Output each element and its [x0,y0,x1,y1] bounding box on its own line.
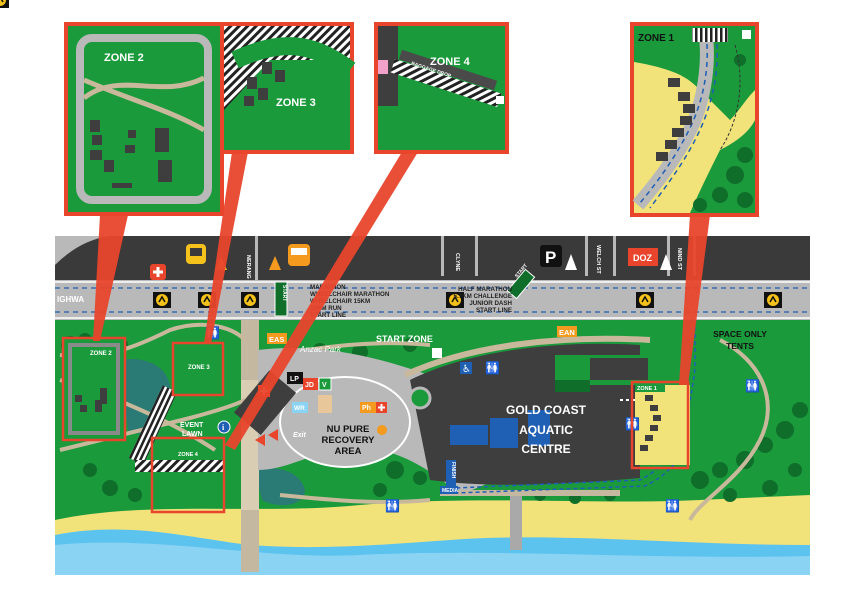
welch-street [588,236,612,280]
zone4-map-label: ZONE 4 [178,452,199,458]
inset-zone1: ZONE 1 [630,22,759,217]
event-lawn-label: EVENT [180,422,204,429]
lp-badge [287,372,303,384]
tents-label: TENTS [726,341,754,351]
recovery-label: AREA [335,446,362,457]
v-label: V [322,382,327,389]
zone1-area [635,385,690,465]
event-lawn-label: LAWN [182,431,203,438]
wheelchair-icon [460,362,472,374]
bus-pointer-icon [269,256,281,270]
anzac-park-label: Anzac Park [299,345,342,354]
race-line: 5.7KM CHALLENGE [454,293,512,300]
clyne-street [445,236,473,280]
race-line: START LINE [310,312,346,319]
ph-badge [360,402,376,413]
race-line: WHEELCHAIR 15KM [310,298,370,305]
start-zone-label: START ZONE [376,334,433,344]
finish-gantry [446,460,456,490]
svg-text:🚻: 🚻 [665,499,680,513]
jd-badge [303,378,318,390]
inset-zone2-title: ZONE 2 [104,52,144,64]
recovery-label: NU PURE [327,424,370,435]
exit-arrows-icon [255,429,278,446]
jd-label: JD [305,382,314,389]
ean-badge [557,326,577,337]
exit-label: Exit [293,432,307,439]
inset-zone3: ZONE 3 [220,22,356,154]
svg-text:🚻: 🚻 [385,499,400,513]
ph-label: Ph [362,405,371,412]
street-label-welch: WELCH ST [595,245,601,274]
info-icon [217,420,231,434]
doz-label: DOZ [633,253,653,263]
inset-zone4: BAGGAGE DROP ZONE 4 [374,22,509,154]
finish-label: FINISH [450,462,456,479]
street-label-clyne: CLYNE [454,253,460,271]
zone1-frame[interactable] [630,380,690,470]
aquatic-label: CENTRE [521,442,570,456]
eas-badge [267,333,287,344]
inset-zone2-frame[interactable] [64,22,224,216]
race-line: JUNIOR DASH [469,300,512,307]
wr-label: WR [294,405,305,412]
fruit-icon [377,425,387,435]
aquatic-label: GOLD COAST [506,403,587,417]
inset-zone2: ZONE 2 [64,22,224,216]
ean-label: EAN [559,328,575,337]
crossing [128,385,178,465]
inset-zone3-title: ZONE 3 [276,97,316,109]
shirt-icon [318,395,332,413]
water-icon [496,96,504,104]
callout-connectors [93,152,710,450]
street-label-nerang: NERANG [245,255,251,279]
race-line: 10KM RUN [310,305,342,312]
wr-badge [292,402,308,413]
doz-badge [628,248,658,266]
svg-text:🚻: 🚻 [745,379,760,393]
lane-markers [0,0,783,309]
eas-label: EAS [269,335,284,344]
svg-text:🚻: 🚻 [485,361,500,375]
baggage-strip [135,460,225,472]
recovery-area [279,376,411,468]
nind-street [670,236,692,280]
zone1-map-label: ZONE 1 [637,386,657,392]
jetty [510,490,522,550]
media-label: MEDIA [442,488,459,494]
tents-label: SPACE ONLY [713,329,767,339]
water-icon [432,348,442,358]
lp-label: LP [290,376,299,383]
recovery-label: RECOVERY [322,435,376,446]
zone3-map-label: ZONE 3 [188,365,210,371]
street-label-highway: IGHWA [57,295,84,304]
start-banner-label: START [281,285,287,301]
svg-text:P: P [545,248,556,267]
doz-pointer-icon [660,254,672,270]
zone2-map-label: ZONE 2 [90,351,112,357]
race-line: HALF MARATHON [458,286,512,293]
inset-zone1-title: ZONE 1 [638,33,675,44]
media-badge [440,486,458,494]
inset-zone4-title: ZONE 4 [430,56,471,68]
race-line: WHEELCHAIR MARATHON [310,291,390,298]
v-badge [318,377,332,391]
start-banner: START [274,281,288,317]
aquatic-label: AQUATIC [519,423,573,437]
zone2-frame[interactable] [61,336,127,442]
zone3-frame[interactable] [171,341,225,397]
parking-icon [540,245,562,267]
svg-text:i: i [222,423,225,432]
street-label-nind: NIND ST [676,248,682,271]
zone4-frame[interactable] [150,436,226,514]
race-line: START LINE [476,307,512,314]
parking-pointer-icon [565,254,577,270]
svg-text:♿: ♿ [462,364,471,375]
pools [450,410,550,448]
race-lines-right: HALF MARATHON 5.7KM CHALLENGE JUNIOR DAS… [454,286,513,314]
